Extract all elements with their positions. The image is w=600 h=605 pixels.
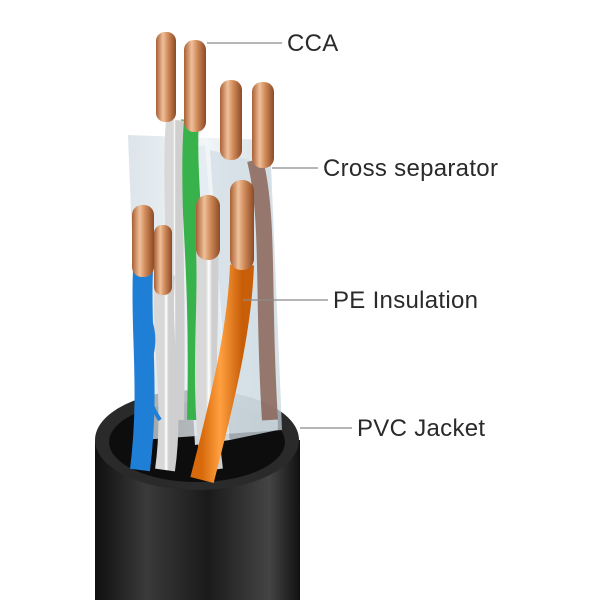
label-pe-insulation: PE Insulation [333, 287, 479, 314]
blue-wire-pair [130, 269, 179, 472]
cca-conductors [132, 32, 274, 295]
label-cca: CCA [287, 30, 339, 57]
orange-wire [190, 264, 254, 484]
label-pvc-jacket: PVC Jacket [357, 415, 486, 442]
label-cross-separator: Cross separator [323, 155, 499, 182]
leader-lines [207, 42, 352, 429]
